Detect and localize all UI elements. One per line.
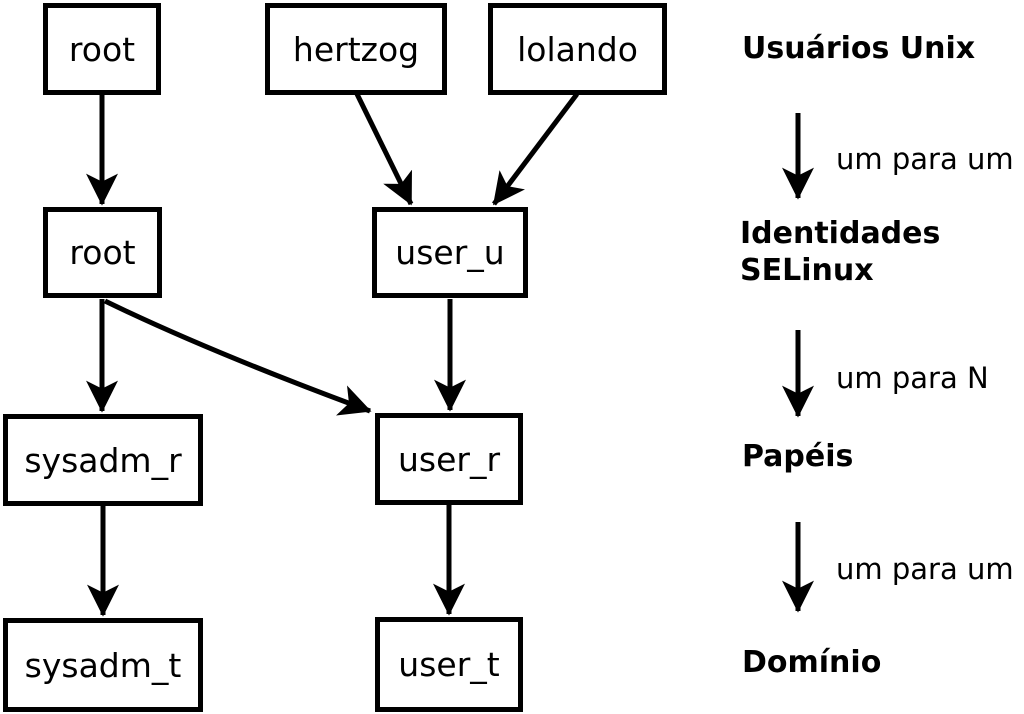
node-user-r: user_r <box>375 413 523 505</box>
legend-rel-um-para-n: um para N <box>836 361 989 395</box>
arrow-rootselinux-to-userr <box>103 298 372 416</box>
node-user-u: user_u <box>372 207 528 298</box>
node-label: sysadm_r <box>24 440 182 480</box>
node-sysadm-t: sysadm_t <box>3 618 203 712</box>
legend-usuarios-unix: Usuários Unix <box>742 31 976 66</box>
node-label: root <box>68 29 136 69</box>
legend-identidades-line2: SELinux <box>740 253 874 288</box>
node-label: root <box>69 233 136 272</box>
legend-rel-um-para-um-2: um para um <box>836 552 1014 586</box>
node-lolando: lolando <box>488 3 667 95</box>
legend-rel-um-para-um-1: um para um <box>836 142 1014 176</box>
node-hertzog: hertzog <box>265 3 447 95</box>
legend-identidades-selinux: Identidades SELinux <box>740 215 940 289</box>
node-label: user_r <box>397 439 501 479</box>
node-root-selinux: root <box>43 207 162 298</box>
node-sysadm-r: sysadm_r <box>3 414 203 506</box>
arrow-lolando-to-useru <box>492 92 579 206</box>
node-label: lolando <box>517 29 638 69</box>
legend-papeis: Papéis <box>742 439 854 474</box>
legend-dominio: Domínio <box>742 645 882 680</box>
legend-identidades-line1: Identidades <box>740 216 941 251</box>
node-label: user_t <box>398 645 500 684</box>
node-label: user_u <box>395 233 505 272</box>
node-label: hertzog <box>292 29 420 69</box>
node-user-t: user_t <box>375 617 523 712</box>
node-label: sysadm_t <box>24 645 182 685</box>
arrow-hertzog-to-useru <box>354 92 414 206</box>
node-root-unix: root <box>43 3 161 95</box>
